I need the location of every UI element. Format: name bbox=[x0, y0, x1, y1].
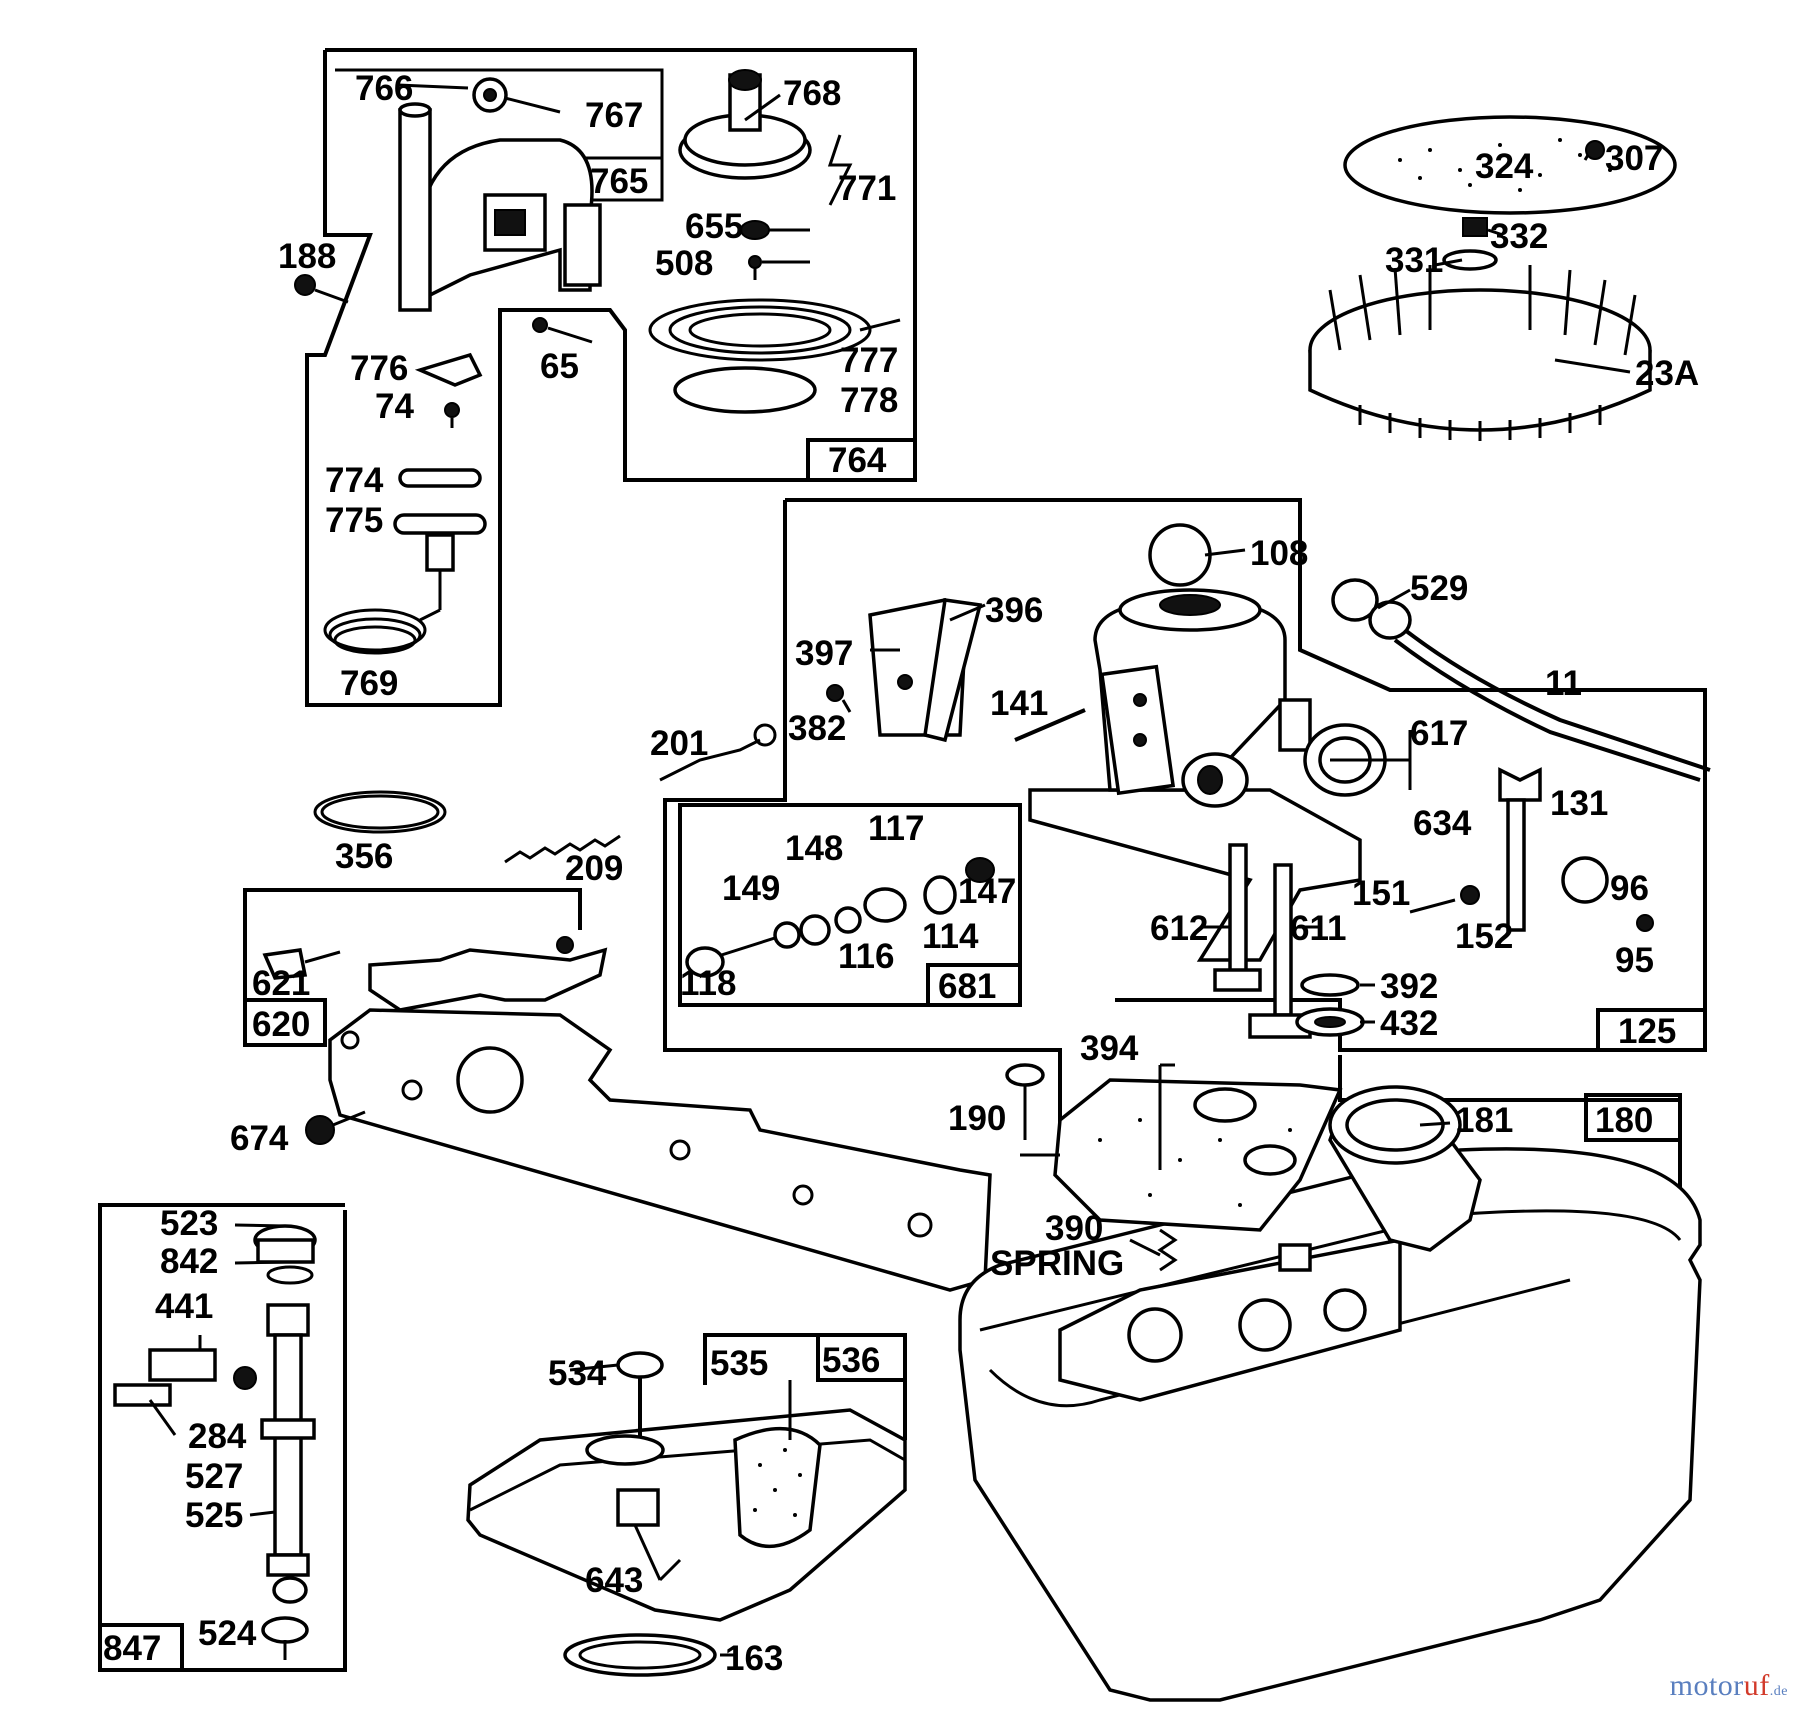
label-65: 65 bbox=[540, 347, 579, 386]
label-151: 151 bbox=[1352, 874, 1410, 913]
label-523: 523 bbox=[160, 1204, 218, 1243]
label-771: 771 bbox=[838, 169, 896, 208]
label-141: 141 bbox=[990, 684, 1048, 723]
label-842: 842 bbox=[160, 1242, 218, 1281]
label-356: 356 bbox=[335, 837, 393, 876]
label-529: 529 bbox=[1410, 569, 1468, 608]
group-620 bbox=[243, 790, 992, 1292]
label-181: 181 bbox=[1455, 1101, 1513, 1140]
label-149: 149 bbox=[722, 869, 780, 908]
label-847: 847 bbox=[103, 1629, 161, 1668]
label-617: 617 bbox=[1410, 714, 1468, 753]
label-116: 116 bbox=[838, 937, 894, 976]
label-147: 147 bbox=[958, 872, 1016, 911]
label-117: 117 bbox=[868, 809, 924, 848]
label-611: 611 bbox=[1290, 909, 1346, 948]
label-394: 394 bbox=[1080, 1029, 1139, 1068]
label-432: 432 bbox=[1380, 1004, 1438, 1043]
label-777: 777 bbox=[840, 341, 898, 380]
label-681: 681 bbox=[938, 967, 996, 1006]
label-108: 108 bbox=[1250, 534, 1308, 573]
group-536 bbox=[466, 1333, 907, 1677]
label-768: 768 bbox=[783, 74, 841, 113]
label-390: 390 bbox=[1045, 1209, 1103, 1248]
label-392: 392 bbox=[1380, 967, 1438, 1006]
watermark-part-c: .de bbox=[1769, 1684, 1788, 1699]
label-spring: SPRING bbox=[990, 1244, 1124, 1283]
part-labels: 766 767 768 765 771 655 508 188 65 776 7… bbox=[103, 69, 1699, 1678]
label-11: 11 bbox=[1545, 664, 1582, 703]
label-307: 307 bbox=[1605, 139, 1663, 178]
label-774: 774 bbox=[325, 461, 384, 500]
label-382: 382 bbox=[788, 709, 846, 748]
label-769: 769 bbox=[340, 664, 398, 703]
watermark-part-b: uf bbox=[1743, 1669, 1770, 1702]
label-621: 621 bbox=[252, 964, 310, 1003]
label-776: 776 bbox=[350, 349, 408, 388]
label-131: 131 bbox=[1550, 784, 1608, 823]
flywheel-assembly bbox=[1308, 115, 1677, 441]
label-180: 180 bbox=[1595, 1101, 1653, 1140]
label-778: 778 bbox=[840, 381, 898, 420]
label-767: 767 bbox=[585, 96, 643, 135]
label-188: 188 bbox=[278, 237, 336, 276]
label-766: 766 bbox=[355, 69, 413, 108]
label-125: 125 bbox=[1618, 1012, 1676, 1051]
label-643: 643 bbox=[585, 1561, 643, 1600]
label-331: 331 bbox=[1385, 241, 1443, 280]
site-watermark: motoruf.de bbox=[1670, 1669, 1788, 1703]
leader-lines bbox=[148, 93, 1631, 1657]
label-620: 620 bbox=[252, 1005, 310, 1044]
label-201: 201 bbox=[650, 724, 708, 763]
label-534: 534 bbox=[548, 1354, 607, 1393]
group-180 bbox=[958, 1055, 1702, 1702]
label-764: 764 bbox=[828, 441, 887, 480]
label-765: 765 bbox=[590, 162, 648, 201]
group-681 bbox=[678, 803, 1022, 1007]
label-152: 152 bbox=[1455, 917, 1513, 956]
label-332: 332 bbox=[1490, 217, 1548, 256]
label-114: 114 bbox=[922, 917, 979, 956]
label-23A: 23A bbox=[1635, 354, 1699, 393]
label-397: 397 bbox=[795, 634, 853, 673]
label-674: 674 bbox=[230, 1119, 289, 1158]
label-634: 634 bbox=[1413, 804, 1472, 843]
label-612: 612 bbox=[1150, 909, 1208, 948]
label-535: 535 bbox=[710, 1344, 768, 1383]
label-527: 527 bbox=[185, 1457, 243, 1496]
watermark-part-a: motor bbox=[1669, 1669, 1744, 1702]
label-441: 441 bbox=[155, 1287, 213, 1326]
group-125 bbox=[659, 498, 1711, 1155]
label-148: 148 bbox=[785, 829, 843, 868]
label-96: 96 bbox=[1610, 869, 1649, 908]
label-525: 525 bbox=[185, 1496, 243, 1535]
label-118: 118 bbox=[680, 964, 736, 1003]
group-764 bbox=[294, 48, 917, 707]
label-190: 190 bbox=[948, 1099, 1006, 1138]
label-284: 284 bbox=[188, 1417, 247, 1456]
label-655: 655 bbox=[685, 207, 743, 246]
label-396: 396 bbox=[985, 591, 1043, 630]
label-95: 95 bbox=[1615, 941, 1654, 980]
group-847 bbox=[98, 1203, 347, 1672]
label-775: 775 bbox=[325, 501, 383, 540]
label-536: 536 bbox=[822, 1341, 880, 1380]
label-508: 508 bbox=[655, 244, 713, 283]
label-74: 74 bbox=[375, 387, 414, 426]
label-524: 524 bbox=[198, 1614, 257, 1653]
label-163: 163 bbox=[725, 1639, 783, 1678]
label-209: 209 bbox=[565, 849, 623, 888]
label-324: 324 bbox=[1475, 147, 1534, 186]
